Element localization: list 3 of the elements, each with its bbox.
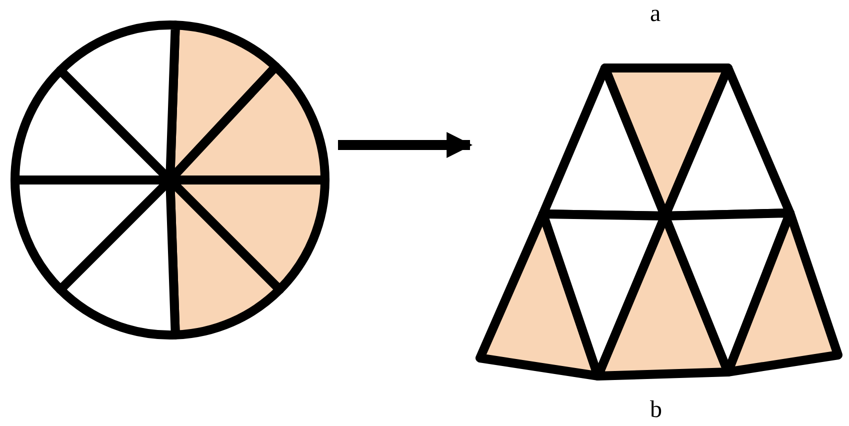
side-label: a — [650, 2, 661, 26]
arrow — [338, 132, 473, 158]
side-label: b — [650, 398, 662, 422]
